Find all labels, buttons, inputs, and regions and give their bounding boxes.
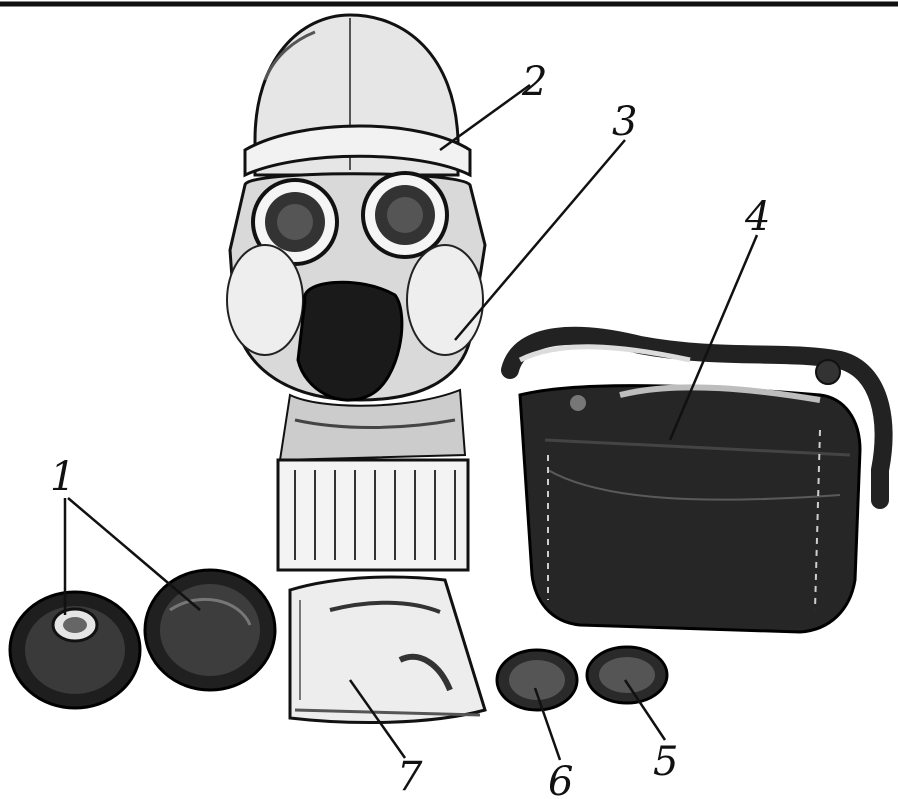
mask-corrugated-sleeve [278,460,468,570]
gas-mask [227,15,485,570]
right-eyepiece [363,173,447,257]
bag-body [520,386,860,632]
cartridge-left [10,592,140,708]
cartridge-right [145,570,275,690]
carrying-bag [510,336,884,632]
disc-6 [497,650,577,710]
filter-cartridges [10,570,275,708]
anti-fog-film-bag [290,577,485,723]
callout-2: 2 [521,59,547,105]
callout-4: 4 [744,194,770,240]
disc-5 [587,647,667,703]
callout-1: 1 [50,454,75,500]
callout-5: 5 [653,739,678,785]
callout-3: 3 [612,99,637,145]
callout-7: 7 [397,754,423,799]
callout-6: 6 [548,759,573,799]
